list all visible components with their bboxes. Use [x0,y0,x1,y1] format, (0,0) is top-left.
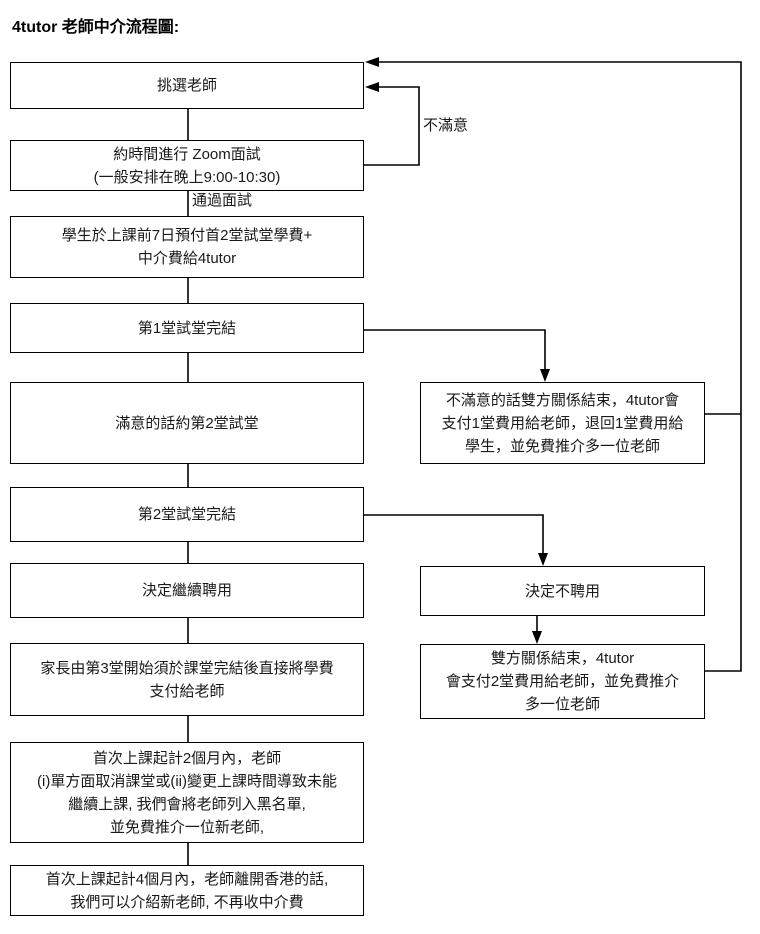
flow-node-leave-hk-policy: 首次上課起計4個月內，老師離開香港的話, 我們可以介紹新老師, 不再收中介費 [10,865,364,916]
page-title: 4tutor 老師中介流程圖: [12,19,180,36]
flow-node-blacklist-policy: 首次上課起計2個月內，老師 (i)單方面取消課堂或(ii)變更上課時間導致未能 … [10,742,364,843]
edge-unsatisfied-loop [364,82,420,166]
flow-node-decide-not-hire: 決定不聘用 [420,566,705,616]
edge-feedback-rail [365,57,742,672]
flow-node-book-trial2: 滿意的話約第2堂試堂 [10,382,364,464]
edge-trial2-to-not-hire [364,514,548,566]
edge-trial1-to-unsatisfied [364,329,550,382]
flow-node-trial1-unsatisfied: 不滿意的話雙方關係結束，4tutor會 支付1堂費用給老師，退回1堂費用給 學生… [420,382,705,464]
flow-node-zoom-interview: 約時間進行 Zoom面試 (一般安排在晚上9:00-10:30) [10,140,364,191]
edge-label-pass-interview: 通過面試 [192,192,253,209]
edge-not-hire-to-end [532,616,542,644]
flow-node-relationship-end: 雙方關係結束，4tutor 會支付2堂費用給老師，並免費推介 多一位老師 [420,644,705,719]
flow-node-trial1-done: 第1堂試堂完結 [10,303,364,353]
edge-label-not-satisfied: 不滿意 [423,117,469,134]
flow-node-trial2-done: 第2堂試堂完結 [10,487,364,542]
flow-node-decide-hire: 決定繼續聘用 [10,563,364,618]
flow-node-pay-direct: 家長由第3堂開始須於課堂完結後直接將學費 支付給老師 [10,643,364,716]
flow-node-pick-teacher: 挑選老師 [10,62,364,109]
flow-node-prepay-fee: 學生於上課前7日預付首2堂試堂學費+ 中介費給4tutor [10,216,364,278]
